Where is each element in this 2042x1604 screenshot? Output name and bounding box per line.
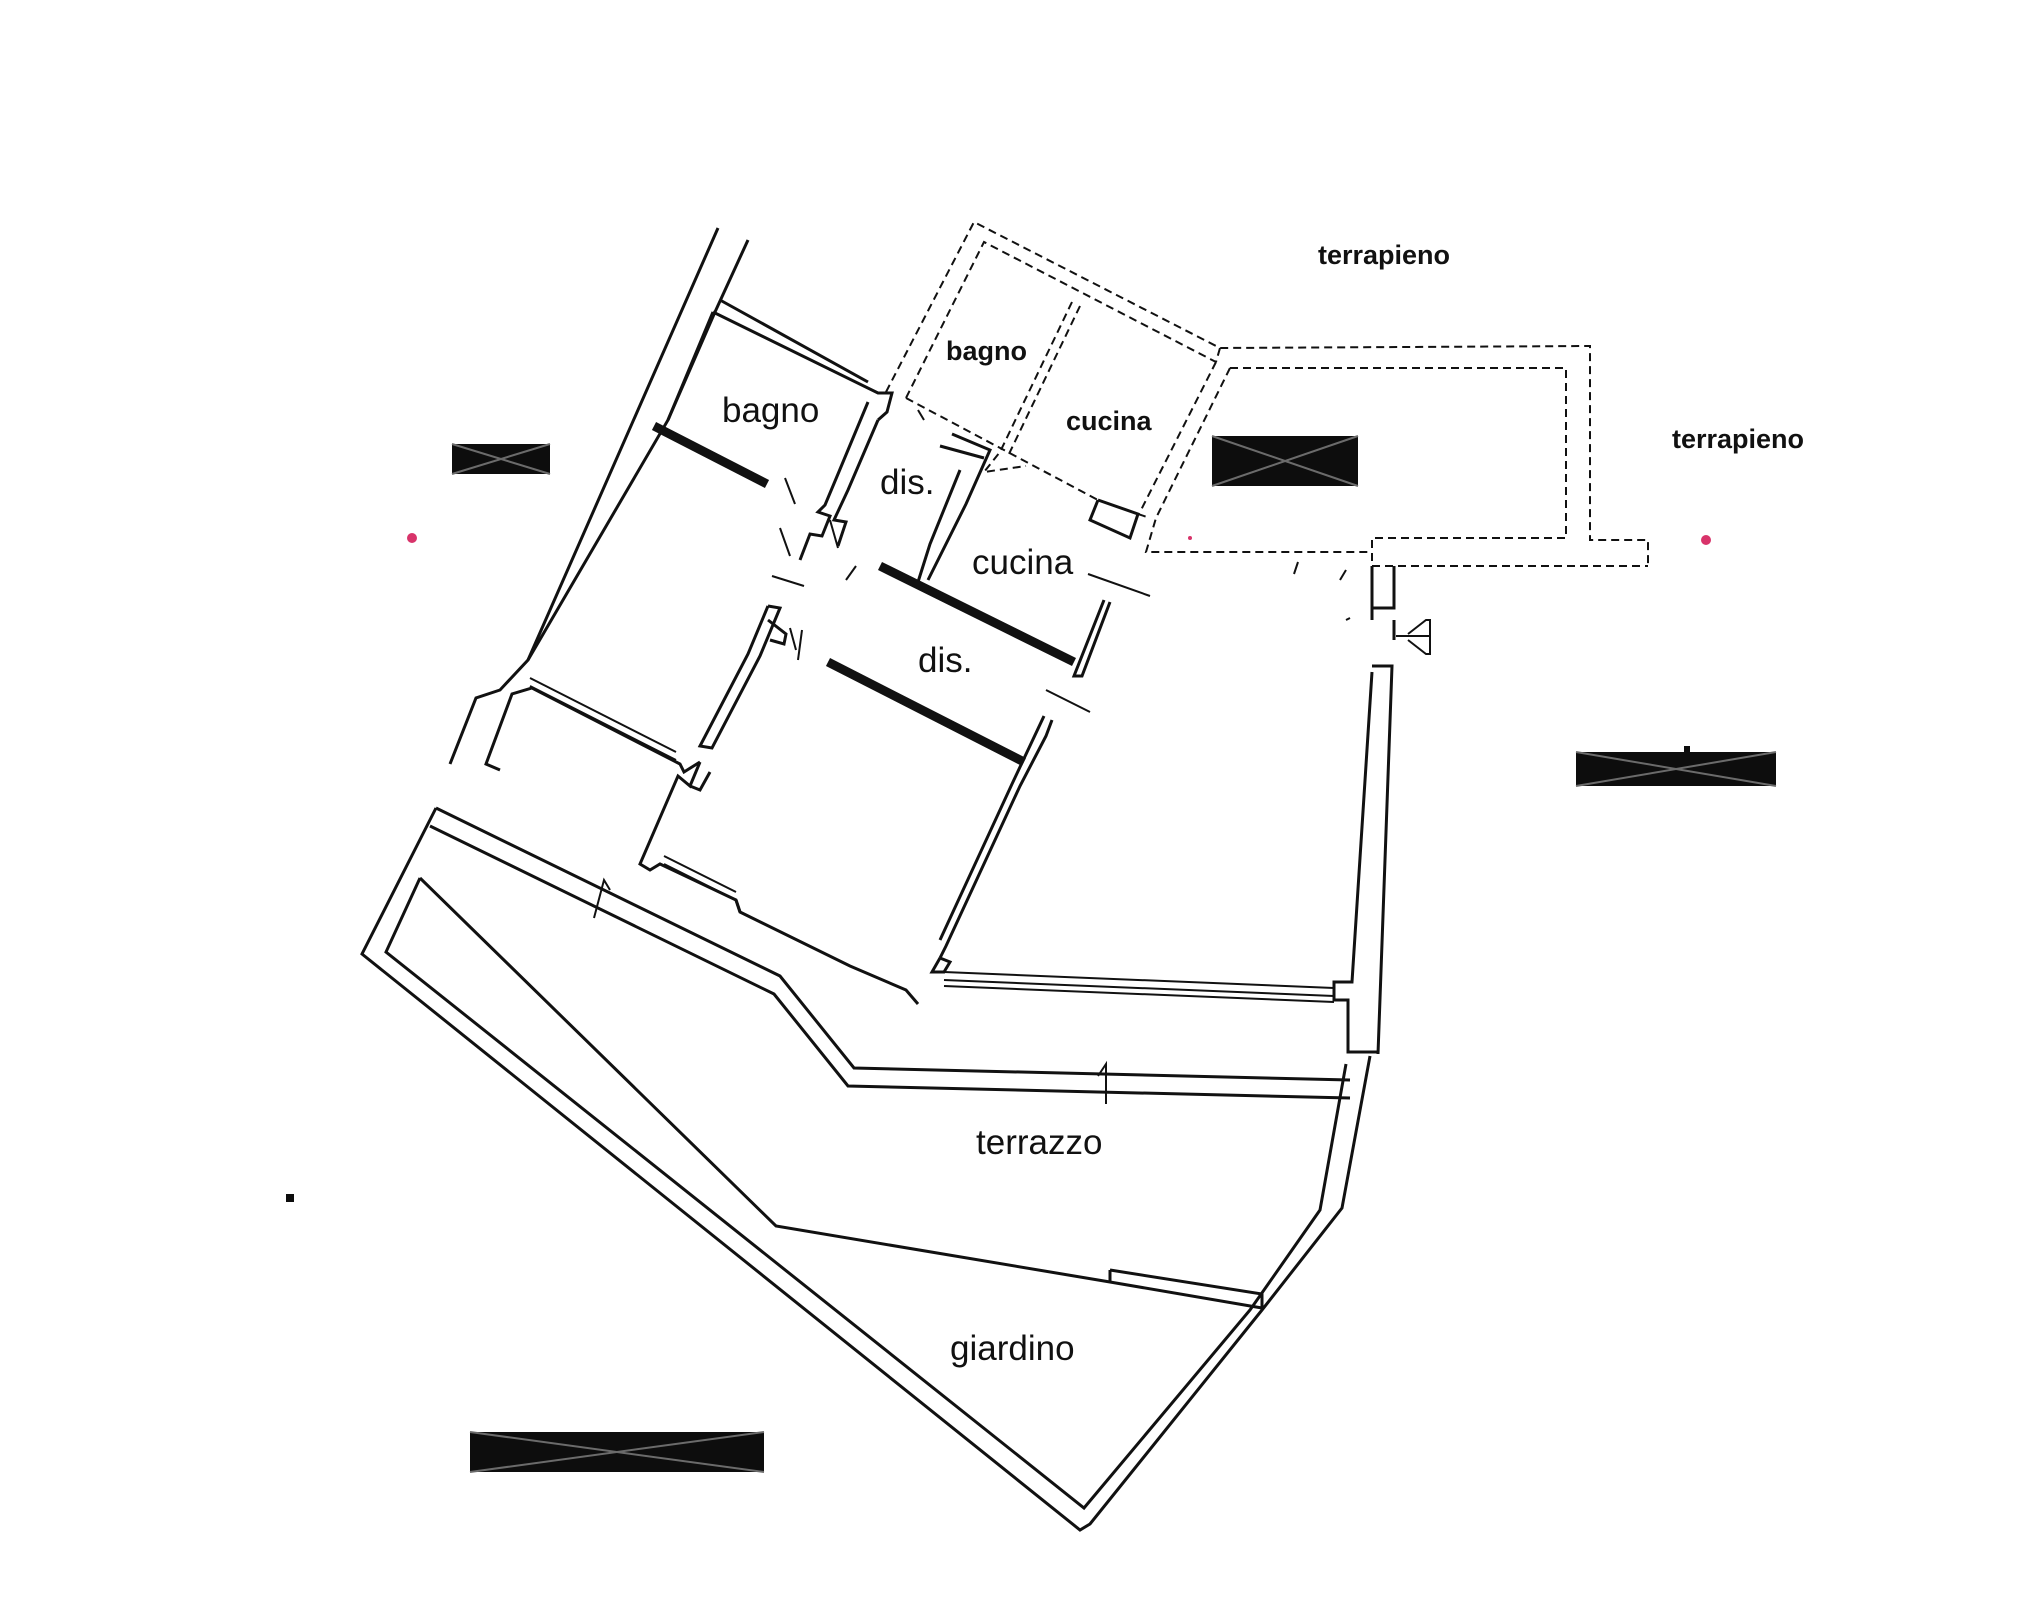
right-wall-upper — [1370, 566, 1396, 610]
label-terrapieno-right: terrapieno — [1672, 424, 1804, 454]
stains — [407, 533, 1711, 545]
terrazzo-giardino-divider — [418, 876, 1263, 1310]
upper-cucina-pillar — [1088, 498, 1140, 541]
terrazzo-giardino-divider-step — [1109, 1268, 1264, 1310]
cucina-right-stub — [1071, 599, 1112, 678]
door-mark-4 — [779, 527, 791, 557]
left-outer-wall-outline — [448, 227, 720, 765]
stair-arrow-left — [593, 877, 611, 919]
middle-right-wall — [938, 719, 1054, 959]
dashed-inner-top — [905, 240, 1217, 399]
tick-3 — [1345, 617, 1351, 621]
middle-room-notch — [767, 618, 788, 646]
label-bagno-main: bagno — [722, 391, 819, 430]
label-terrazzo: terrazzo — [976, 1123, 1102, 1162]
door-mark-7 — [1087, 573, 1151, 597]
stain-right — [1701, 535, 1711, 545]
window-middle-2 — [663, 863, 737, 901]
large-room-window-1 — [943, 971, 1335, 989]
door-mark-8 — [1045, 689, 1091, 713]
cucina-left-wall-inner — [916, 469, 962, 583]
door-mark-2 — [917, 409, 925, 421]
giardino-inner-boundary — [384, 877, 1348, 1511]
giardino-outer-boundary — [360, 807, 1372, 1532]
window-left-2 — [529, 685, 677, 761]
left-outer-wall-inner — [526, 311, 717, 661]
cucina-left-wall — [926, 432, 992, 581]
lower-dis-partition — [825, 657, 1027, 767]
left-room-bottom — [484, 686, 701, 775]
redaction-center-top — [1211, 435, 1359, 487]
dashed-cucina-right-outer — [1144, 367, 1372, 553]
redaction-bottom-left — [469, 1431, 765, 1473]
large-room-left-corner — [929, 956, 953, 974]
terrazzo-top-line-inner — [429, 824, 1351, 1100]
room-labels: terrapieno terrapieno bagno cucina bagno… — [722, 240, 1804, 1368]
redaction-blocks — [286, 435, 1777, 1473]
middle-right-wall-inner — [938, 715, 1046, 941]
adjacent-unit-dashed — [885, 220, 1649, 568]
window-middle-end — [734, 899, 742, 913]
dashed-outer-boundary — [885, 220, 1649, 568]
stray-dot — [286, 1194, 294, 1202]
dashed-bottom-diag — [905, 397, 1099, 501]
stair-arrow-terrazzo — [1097, 1060, 1107, 1104]
label-cucina-upper: cucina — [1066, 406, 1153, 436]
label-dis-lower: dis. — [918, 641, 972, 680]
door-mark-10 — [797, 629, 803, 661]
label-terrapieno-top: terrapieno — [1318, 240, 1450, 270]
dashed-bagno-cucina-divider-2 — [1007, 305, 1081, 457]
door-mark-9 — [789, 627, 797, 651]
bagno-left-wall — [666, 311, 715, 421]
cucina-bottom-wall — [878, 561, 1076, 667]
tick-1 — [1293, 561, 1299, 575]
large-room-window-2 — [943, 979, 1335, 997]
middle-room-left-wall — [697, 604, 783, 750]
bagno-top-wall — [712, 310, 894, 422]
door-mark-5 — [845, 565, 857, 581]
window-left-1 — [529, 677, 677, 753]
cucina-left-wall-top — [939, 444, 985, 460]
label-bagno-upper: bagno — [946, 336, 1027, 366]
dashed-bagno-cucina-divider — [981, 301, 1073, 474]
dashed-corner — [1215, 347, 1221, 363]
door-mark-3 — [829, 519, 839, 549]
redaction-left — [451, 443, 551, 475]
label-dis-upper: dis. — [880, 463, 934, 502]
label-cucina-main: cucina — [972, 543, 1074, 582]
tick-2 — [1339, 569, 1347, 581]
bagno-dis-partition — [798, 401, 870, 561]
bagno-bottom-partition — [651, 421, 770, 489]
dashed-inner-right — [1230, 367, 1567, 566]
window-middle-1 — [663, 855, 737, 893]
bagno-top-wall-outer — [719, 298, 869, 384]
door-mark-6 — [771, 575, 805, 587]
right-wall-lower — [1332, 664, 1394, 1055]
terrazzo-top-line-outer — [435, 806, 1351, 1082]
door-mark-1 — [784, 477, 796, 505]
redaction-right — [1575, 746, 1777, 787]
large-room-window-3 — [943, 985, 1335, 1003]
dashed-cucina-right — [1139, 361, 1217, 513]
stain-center — [1188, 536, 1192, 540]
dashed-pillar-link — [1137, 513, 1151, 519]
terrazzo-giardino-outlines — [360, 806, 1372, 1532]
stain-left — [407, 533, 417, 543]
main-outer-walls — [448, 227, 1431, 1055]
middle-room-bottom — [638, 761, 920, 1005]
bagno-dis-partition-inner — [831, 419, 880, 547]
label-giardino: giardino — [950, 1329, 1075, 1368]
middle-room-bottom-inner — [689, 771, 712, 792]
